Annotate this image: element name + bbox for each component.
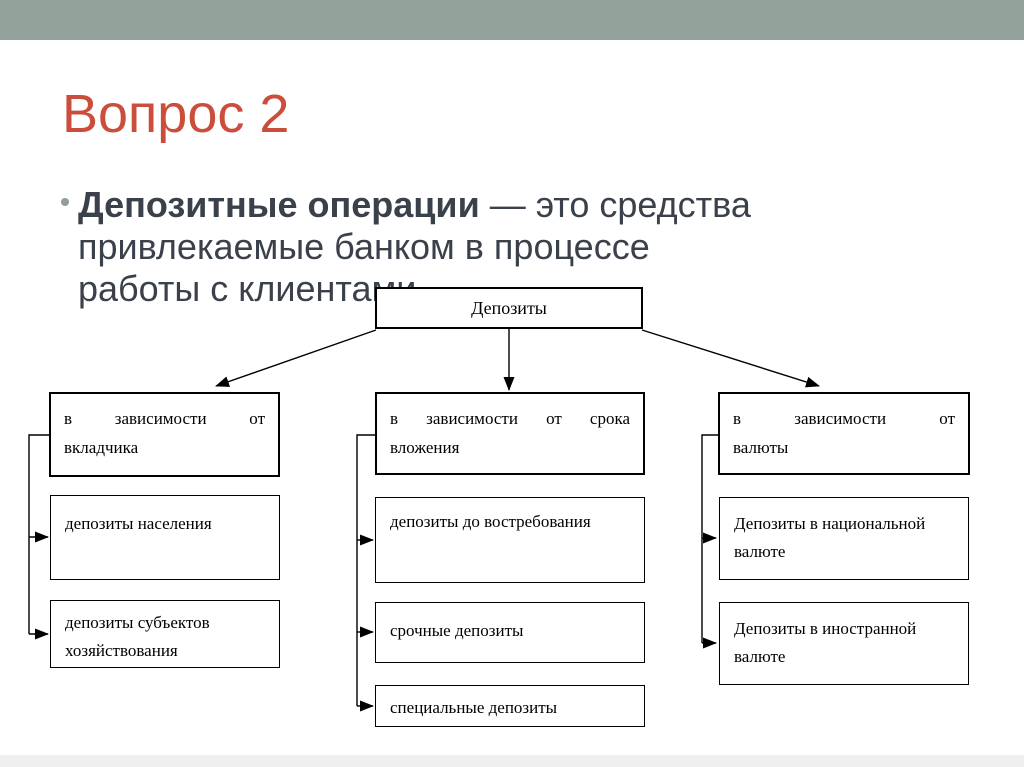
diagram-item-time-deposits: срочные депозиты	[375, 602, 645, 663]
diagram-item-population-deposits: депозиты населения	[50, 495, 280, 580]
diagram-root-box: Депозиты	[375, 287, 643, 329]
diagram-header-depositor: в зависимости от вкладчика	[49, 392, 280, 477]
header-line1: в зависимости от	[64, 409, 265, 428]
bullet-term: Депозитные операции	[78, 184, 480, 225]
diagram-item-special-deposits: специальные депозиты	[375, 685, 645, 727]
header-line2: вложения	[390, 438, 460, 457]
bullet-text: Депозитные операции — это средства привл…	[78, 184, 778, 310]
bullet-definition: — это средства привлекаемые банком в про…	[78, 184, 751, 309]
header-line1: в зависимости от	[733, 409, 955, 428]
slide-footer-strip	[0, 755, 1024, 767]
diagram-root-label: Депозиты	[471, 297, 547, 318]
diagram-item-demand-deposits: депозиты до востребования	[375, 497, 645, 583]
diagram-header-term: в зависимости от срока вложения	[375, 392, 645, 475]
slide-title: Вопрос 2	[62, 84, 290, 144]
diagram-item-national-currency-deposits: Депозиты в национальной валюте	[719, 497, 969, 580]
header-line1: в зависимости от срока	[390, 409, 630, 428]
diagram-item-foreign-currency-deposits: Депозиты в иностранной валюте	[719, 602, 969, 685]
header-line2: валюты	[733, 438, 789, 457]
slide-accent-bar	[0, 0, 1024, 40]
diagram-header-currency: в зависимости от валюты	[718, 392, 970, 475]
header-line2: вкладчика	[64, 438, 139, 457]
diagram-item-business-deposits: депозиты субъектов хозяйствования	[50, 600, 280, 668]
bullet-marker	[61, 198, 69, 206]
